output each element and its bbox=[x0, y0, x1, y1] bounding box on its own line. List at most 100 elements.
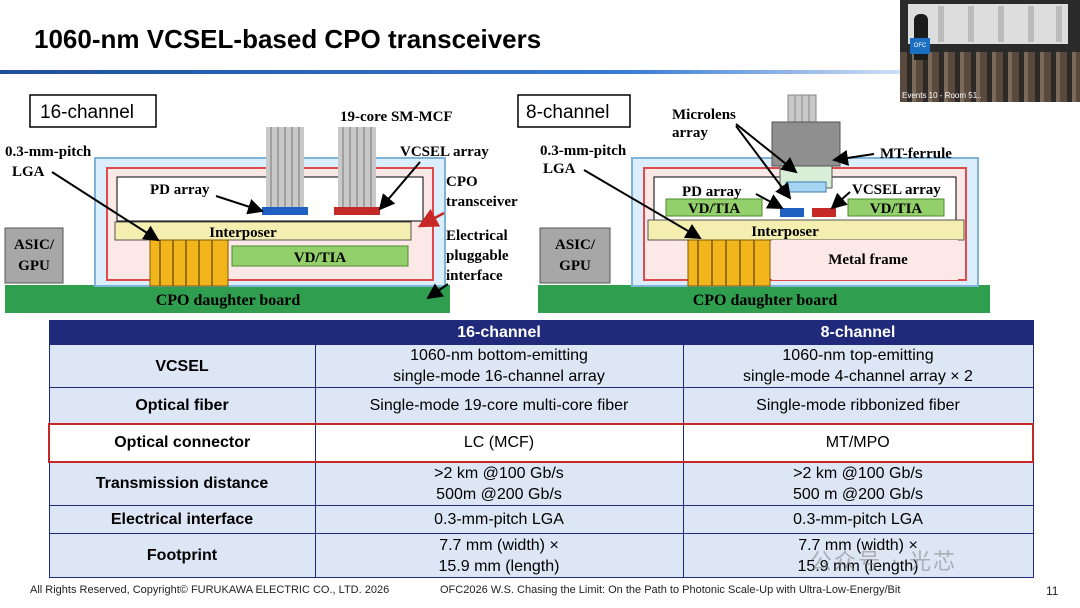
cpo-arrow-16 bbox=[417, 208, 445, 228]
epi-label-16-c: interface bbox=[446, 268, 503, 284]
cell-8-channel: >2 km @100 Gb/s 500 m @200 Gb/s bbox=[682, 461, 1034, 506]
cell-16-channel: 1060-nm bottom-emitting single-mode 16-ch… bbox=[314, 344, 684, 388]
cell-line: >2 km @100 Gb/s bbox=[793, 464, 923, 482]
vcsel-array-chip-16 bbox=[334, 207, 380, 215]
footer-copyright: All Rights Reserved, Copyright© FURUKAWA… bbox=[30, 584, 390, 596]
cell-16-channel: 7.7 mm (width) × 15.9 mm (length) bbox=[314, 533, 684, 578]
cell-line: 15.9 mm (length) bbox=[797, 557, 919, 575]
microlens-label-8-a: Microlens bbox=[672, 107, 736, 123]
table-row-optical-fiber: Optical fiber Single-mode 19-core multi-… bbox=[48, 387, 1034, 424]
cell-line: 1060-nm top-emitting bbox=[782, 347, 934, 364]
lga-pins-8 bbox=[697, 240, 755, 286]
comparison-table: 16-channel 8-channel VCSEL 1060-nm botto… bbox=[48, 320, 1034, 578]
page-title: 1060-nm VCSEL-based CPO transceivers bbox=[34, 24, 542, 54]
asic-8 bbox=[539, 227, 611, 284]
cell-line: single-mode 16-channel array bbox=[393, 368, 605, 385]
row-label: Electrical interface bbox=[48, 505, 316, 534]
cell-line: >2 km @100 Gb/s bbox=[434, 464, 564, 482]
vcsel-arrow-16 bbox=[378, 161, 421, 211]
cell-line: 1060-nm bottom-emitting bbox=[410, 347, 588, 364]
daughter-board-16 bbox=[5, 285, 450, 313]
cell-8-channel: 7.7 mm (width) × 15.9 mm (length) bbox=[682, 533, 1034, 578]
cell-line: 500 m @200 Gb/s bbox=[792, 485, 924, 503]
cell-line: 15.9 mm (length) bbox=[438, 557, 560, 575]
interposer-16 bbox=[114, 221, 412, 241]
epi-label-16-b: pluggable bbox=[446, 248, 509, 264]
lga-label-8-b: LGA bbox=[543, 161, 576, 177]
page-number: 11 bbox=[1046, 584, 1059, 598]
table-row-footprint: Footprint 7.7 mm (width) × 15.9 mm (lengt… bbox=[48, 533, 1034, 578]
row-label: VCSEL bbox=[48, 344, 316, 388]
table-row-transmission-distance: Transmission distance >2 km @100 Gb/s 500… bbox=[48, 461, 1034, 506]
fiber-label-16: 19-core SM-MCF bbox=[340, 109, 453, 125]
footer-event: OFC2026 W.S. Chasing the Limit: On the P… bbox=[440, 584, 901, 596]
pd-label-8: PD array bbox=[682, 184, 742, 200]
metal-frame-8 bbox=[772, 240, 958, 280]
video-backdrop bbox=[908, 4, 1068, 44]
row-label: Footprint bbox=[48, 533, 316, 578]
cell-line: 7.7 mm (width) × bbox=[439, 536, 559, 554]
cell-line: 500m @200 Gb/s bbox=[436, 485, 562, 503]
pd-label-16: PD array bbox=[150, 182, 210, 198]
pd-arrow-16 bbox=[215, 195, 264, 215]
watermark: 公众号 · 光芯 bbox=[810, 550, 957, 575]
cell-8-channel: MT/MPO bbox=[682, 422, 1034, 463]
vdtia-label-8-left: VD/TIA bbox=[688, 201, 741, 217]
lga-arrow-8 bbox=[583, 169, 702, 240]
vdtia-8-right bbox=[847, 198, 945, 217]
cell-16-channel: >2 km @100 Gb/s 500m @200 Gb/s bbox=[314, 461, 684, 506]
cpo-label-16-a: CPO bbox=[446, 174, 478, 190]
diagram-8-channel: 8-channel CPO daughter board VD/TIA VD/T… bbox=[517, 94, 990, 313]
cell-line: 7.7 mm (width) × bbox=[798, 536, 918, 554]
diagram-16-channel: 16-channel CPO daughter board Interposer… bbox=[4, 94, 518, 313]
row-label: Transmission distance bbox=[48, 461, 316, 506]
cell-16-channel: Single-mode 19-core multi-core fiber bbox=[314, 387, 684, 424]
label-box-8 bbox=[517, 94, 631, 128]
vcsel-arrow-8 bbox=[830, 191, 851, 210]
table-header-16-channel: 16-channel bbox=[314, 320, 684, 345]
row-label: Optical fiber bbox=[48, 387, 316, 424]
asic-label-16-a: ASIC/ bbox=[14, 237, 55, 253]
board-label-16: CPO daughter board bbox=[156, 292, 301, 309]
asic-label-16-b: GPU bbox=[18, 258, 50, 274]
video-audience bbox=[900, 52, 1080, 102]
microlens-arrow-8-a bbox=[735, 123, 798, 174]
pd-array-chip-8 bbox=[780, 208, 804, 217]
pd-arrow-8 bbox=[755, 193, 784, 209]
mt-ferrule-arrow-8 bbox=[832, 150, 875, 166]
cell-8-channel: Single-mode ribbonized fiber bbox=[682, 387, 1034, 424]
table-header-empty bbox=[48, 320, 316, 345]
video-caption: Events 10 - Room 51.. bbox=[902, 91, 982, 100]
table-header-8-channel: 8-channel bbox=[682, 320, 1034, 345]
interposer-label-8: Interposer bbox=[751, 224, 819, 240]
vdtia-8-left bbox=[665, 198, 763, 217]
table-row-electrical-interface: Electrical interface 0.3-mm-pitch LGA 0.… bbox=[48, 505, 1034, 534]
lga-arrow-16 bbox=[51, 171, 160, 242]
table-row-vcsel: VCSEL 1060-nm bottom-emitting single-mode… bbox=[48, 344, 1034, 388]
asic-label-8-b: GPU bbox=[559, 258, 591, 274]
vcsel-label-16: VCSEL array bbox=[400, 144, 489, 160]
lga-8 bbox=[687, 239, 771, 287]
vcsel-array-chip-8 bbox=[812, 208, 836, 217]
lga-label-16-b: LGA bbox=[12, 164, 45, 180]
daughter-board-8 bbox=[538, 285, 990, 313]
title-rule bbox=[0, 70, 900, 74]
interposer-label-16: Interposer bbox=[209, 225, 277, 241]
channel-label-8: 8-channel bbox=[526, 102, 609, 123]
label-box-16 bbox=[29, 94, 157, 128]
speaker-video: OFC Events 10 - Room 51.. bbox=[900, 0, 1080, 102]
asic-label-8-a: ASIC/ bbox=[555, 237, 596, 253]
vdtia-16 bbox=[231, 245, 409, 267]
microlens-label-8-b: array bbox=[672, 125, 708, 141]
cell-8-channel: 0.3-mm-pitch LGA bbox=[682, 505, 1034, 534]
row-label: Optical connector bbox=[48, 422, 316, 463]
mt-ferrule-label-8: MT-ferrule bbox=[880, 146, 952, 162]
cpo-diagrams: 16-channel CPO daughter board Interposer… bbox=[4, 94, 990, 313]
metal-frame-label-8: Metal frame bbox=[828, 252, 908, 268]
microlens-arrow-8-b bbox=[735, 125, 792, 200]
video-sign: OFC bbox=[910, 38, 930, 54]
epi-arrow-16 bbox=[426, 283, 449, 300]
fiber-bundle-16 bbox=[266, 127, 376, 209]
lga-label-8-a: 0.3-mm-pitch bbox=[540, 143, 627, 159]
